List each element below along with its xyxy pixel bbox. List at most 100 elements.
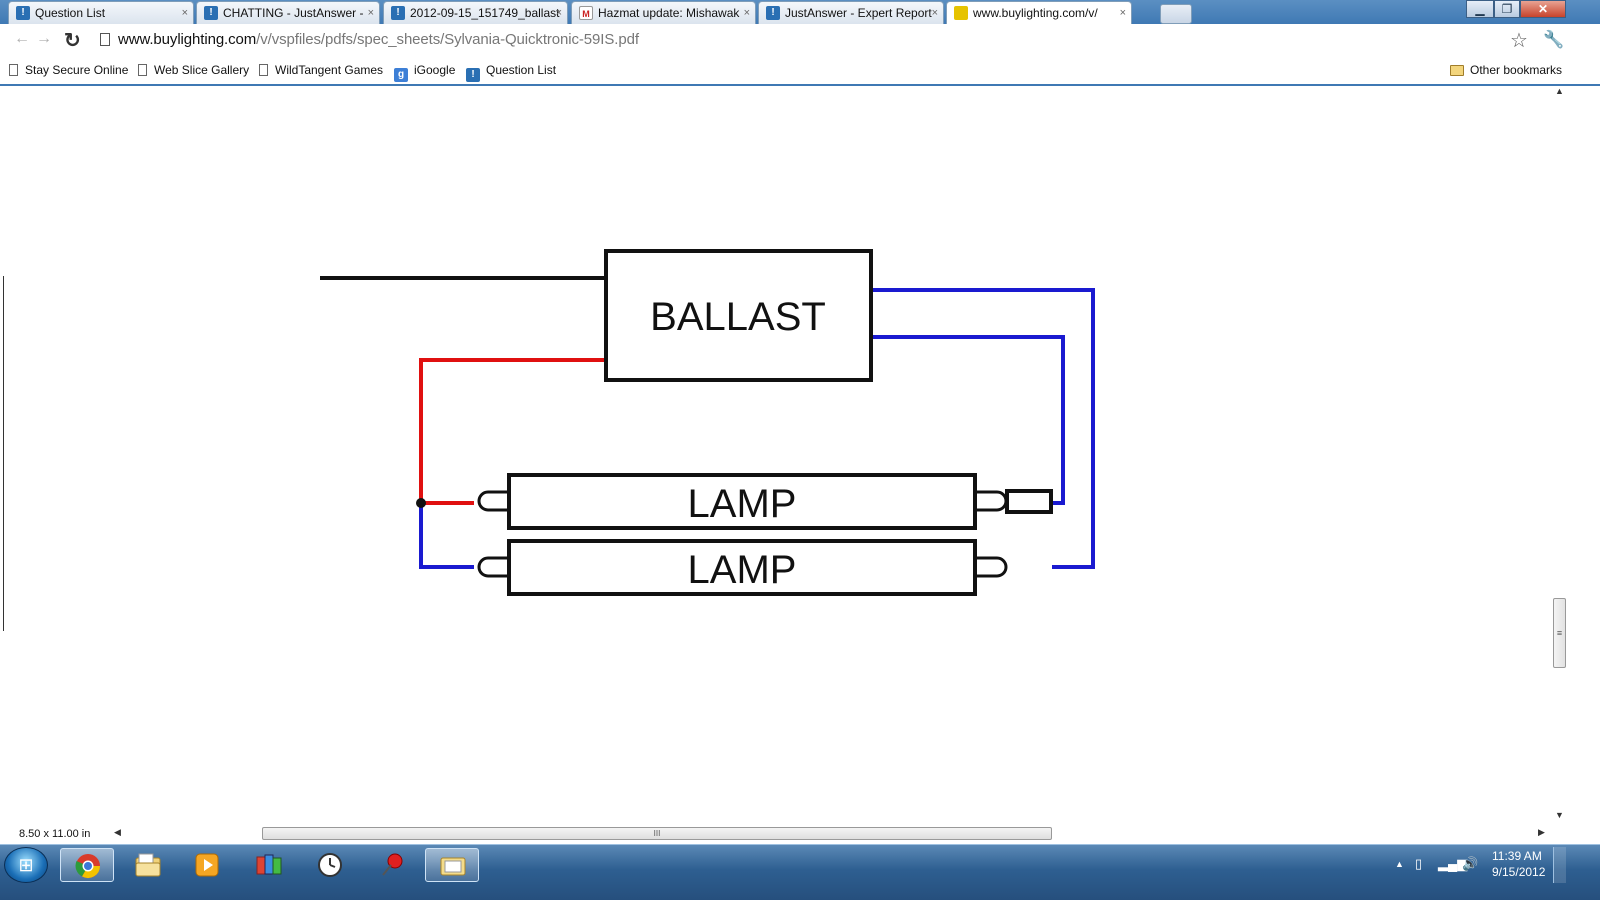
page-size-label: 8.50 x 11.00 in bbox=[19, 828, 91, 840]
pdf-page: BALLAST LAMP LAMP bbox=[0, 86, 1552, 826]
tab-hazmat-update[interactable]: M Hazmat update: Mishawak × bbox=[571, 1, 756, 24]
taskbar-games[interactable] bbox=[242, 848, 296, 882]
lamp-shunt-bracket bbox=[1005, 489, 1053, 514]
scroll-right-arrow-icon[interactable]: ▶ bbox=[1538, 827, 1545, 837]
chrome-icon bbox=[75, 854, 100, 879]
wrench-icon[interactable]: 🔧 bbox=[1543, 30, 1565, 49]
tab-strip: ! Question List × ! CHATTING - JustAnswe… bbox=[0, 0, 1600, 24]
bookmark-web-slice-gallery[interactable]: Web Slice Gallery bbox=[138, 61, 249, 79]
reload-icon[interactable]: ↻ bbox=[64, 30, 81, 52]
blue-wire-outer bbox=[871, 288, 1095, 569]
page-edge bbox=[3, 276, 4, 631]
tab-title: www.buylighting.com/v/ bbox=[973, 6, 1098, 20]
bookmark-label: Web Slice Gallery bbox=[154, 63, 250, 77]
vertical-scroll-thumb[interactable]: ≡ bbox=[1553, 598, 1566, 668]
media-player-icon bbox=[195, 853, 219, 877]
tab-title: CHATTING - JustAnswer - bbox=[223, 6, 364, 20]
bookmarks-bar: Stay Secure Online Web Slice Gallery Wil… bbox=[0, 60, 1600, 86]
system-tray: ▲ ▯ ▂▄▆ 🔊 bbox=[1385, 851, 1545, 881]
bookmark-stay-secure-online[interactable]: Stay Secure Online bbox=[9, 61, 128, 79]
windows-taskbar: ⊞ bbox=[0, 844, 1600, 900]
other-bookmarks-folder[interactable]: Other bookmarks bbox=[1450, 61, 1562, 79]
justanswer-icon: ! bbox=[204, 6, 218, 20]
wiring-diagram: BALLAST LAMP LAMP bbox=[320, 249, 1095, 596]
tab-buylighting[interactable]: www.buylighting.com/v/ × bbox=[946, 1, 1132, 24]
bookmark-question-list[interactable]: !Question List bbox=[466, 61, 556, 82]
tab-question-list[interactable]: ! Question List × bbox=[8, 1, 194, 24]
forward-arrow-icon[interactable]: → bbox=[36, 30, 52, 47]
taskbar-media-player[interactable] bbox=[180, 848, 234, 882]
scroll-up-arrow-icon[interactable]: ▲ bbox=[1555, 86, 1564, 96]
lamp-pin-left bbox=[477, 556, 509, 578]
lamp-tube bbox=[507, 539, 977, 596]
taskbar-chrome[interactable] bbox=[60, 848, 114, 882]
restore-button[interactable]: ❐ bbox=[1494, 0, 1520, 18]
close-icon[interactable]: × bbox=[931, 7, 938, 19]
browser-toolbar: ← → ↻ www.buylighting.com/v/vspfiles/pdf… bbox=[0, 24, 1600, 60]
folder-icon bbox=[1450, 65, 1464, 76]
close-icon[interactable]: × bbox=[1119, 7, 1126, 19]
page-icon bbox=[138, 64, 147, 76]
address-bar[interactable]: www.buylighting.com/v/vspfiles/pdfs/spec… bbox=[118, 31, 639, 48]
lamp-label: LAMP bbox=[688, 548, 797, 592]
taskbar-folder-window[interactable] bbox=[425, 848, 479, 882]
tab-title: Hazmat update: Mishawak bbox=[598, 6, 740, 20]
device-icon[interactable]: ▯ bbox=[1415, 856, 1423, 871]
page-icon bbox=[259, 64, 268, 76]
tab-expert-report[interactable]: ! JustAnswer - Expert Report × bbox=[758, 1, 944, 24]
gmail-icon: M bbox=[579, 6, 593, 20]
lamp-pin-right bbox=[975, 556, 1008, 578]
bookmark-label: Other bookmarks bbox=[1470, 63, 1563, 77]
justanswer-icon: ! bbox=[16, 6, 30, 20]
start-button[interactable]: ⊞ bbox=[4, 847, 48, 883]
tab-title: Question List bbox=[35, 6, 106, 20]
clock-icon bbox=[318, 853, 342, 877]
tab-title: 2012-09-15_151749_ballast bbox=[410, 6, 560, 20]
vertical-scrollbar[interactable] bbox=[1552, 86, 1568, 826]
games-icon bbox=[256, 854, 282, 875]
tab-chatting[interactable]: ! CHATTING - JustAnswer - × bbox=[196, 1, 380, 24]
pdf-status-bar: 8.50 x 11.00 in ◀ III ▶ bbox=[0, 826, 1600, 844]
bookmark-label: Question List bbox=[486, 63, 557, 77]
scroll-left-arrow-icon[interactable]: ◀ bbox=[114, 827, 121, 837]
clock-time[interactable]: 11:39 AM bbox=[1492, 849, 1542, 863]
folder-window-icon bbox=[440, 857, 466, 876]
tab-ballast-image[interactable]: ! 2012-09-15_151749_ballast × bbox=[383, 1, 568, 24]
taskbar-pushpin-app[interactable] bbox=[365, 848, 419, 882]
back-arrow-icon[interactable]: ← bbox=[14, 30, 30, 47]
bookmark-star-icon[interactable]: ☆ bbox=[1510, 30, 1528, 52]
clock-date[interactable]: 9/15/2012 bbox=[1492, 865, 1546, 879]
show-hidden-icons-icon[interactable]: ▲ bbox=[1395, 859, 1404, 869]
url-path: /v/vspfiles/pdfs/spec_sheets/Sylvania-Qu… bbox=[256, 31, 639, 48]
scroll-down-arrow-icon[interactable]: ▼ bbox=[1555, 810, 1564, 820]
show-desktop-button[interactable] bbox=[1553, 847, 1566, 883]
bookmark-label: iGoogle bbox=[414, 63, 456, 77]
red-wire bbox=[419, 358, 606, 505]
page-icon bbox=[100, 33, 110, 46]
bookmark-label: Stay Secure Online bbox=[25, 63, 129, 77]
bookmark-wildtangent-games[interactable]: WildTangent Games bbox=[259, 61, 383, 79]
window-close-button[interactable]: ✕ bbox=[1520, 0, 1566, 18]
lamp-tube bbox=[507, 473, 977, 530]
close-icon[interactable]: × bbox=[743, 7, 750, 19]
close-icon[interactable]: × bbox=[555, 7, 562, 19]
network-signal-icon[interactable]: ▂▄▆ bbox=[1438, 856, 1468, 871]
close-icon[interactable]: × bbox=[367, 7, 374, 19]
lamp-label: LAMP bbox=[688, 482, 797, 526]
ballast-label: BALLAST bbox=[650, 295, 826, 339]
taskbar-clock-app[interactable] bbox=[303, 848, 357, 882]
close-icon[interactable]: × bbox=[181, 7, 188, 19]
blue-wire-inner bbox=[871, 335, 1065, 505]
minimize-button[interactable]: ▁ bbox=[1466, 0, 1494, 18]
wire-junction bbox=[416, 498, 426, 508]
new-tab-button[interactable] bbox=[1160, 4, 1192, 24]
blue-wire-common bbox=[419, 503, 474, 569]
lamp-pin-right bbox=[975, 490, 1008, 512]
justanswer-icon: ! bbox=[391, 6, 405, 20]
page-icon bbox=[9, 64, 18, 76]
volume-icon[interactable]: 🔊 bbox=[1462, 856, 1479, 871]
horizontal-scroll-thumb[interactable]: III bbox=[262, 827, 1052, 840]
lamp-pin-left bbox=[477, 490, 509, 512]
taskbar-file-explorer[interactable] bbox=[121, 848, 175, 882]
